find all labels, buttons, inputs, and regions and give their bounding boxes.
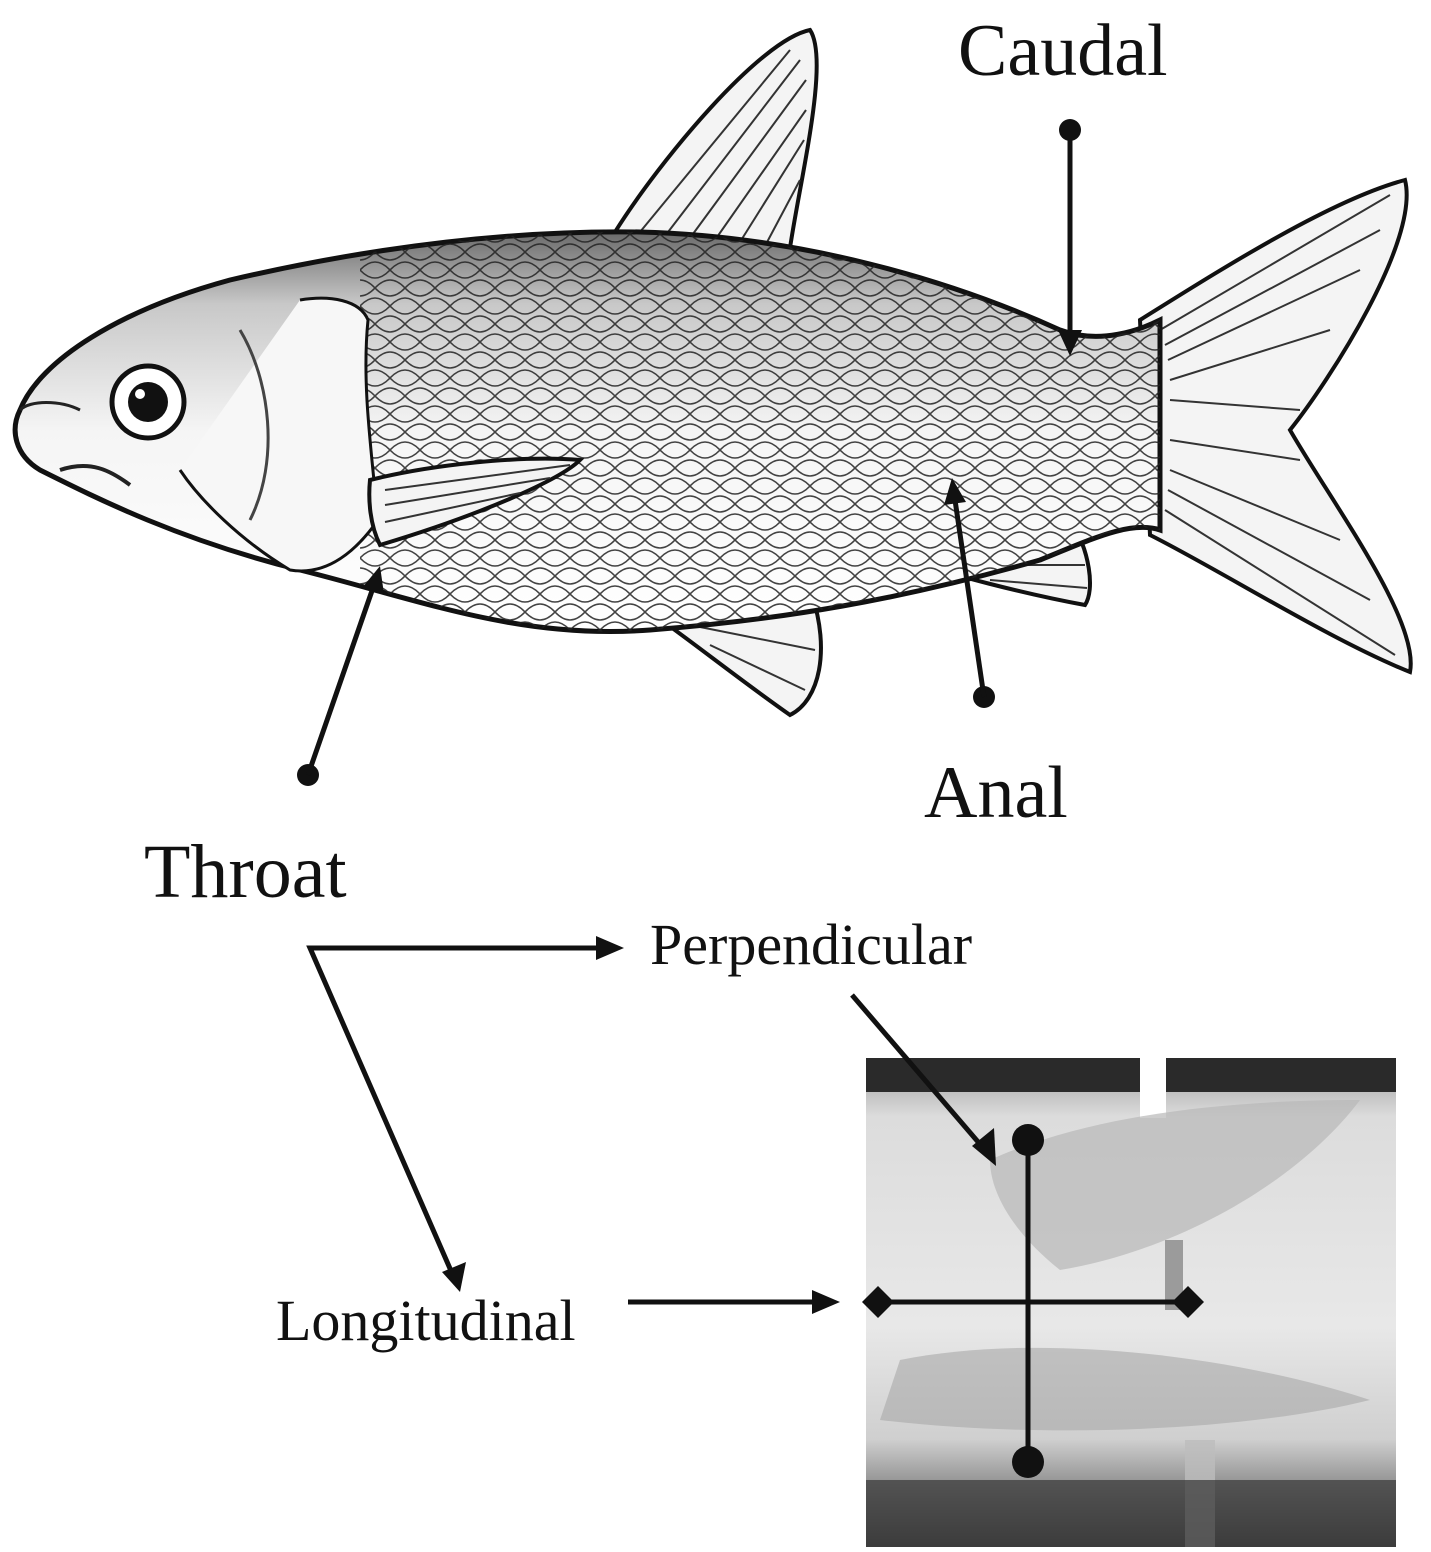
label-anal: Anal (924, 756, 1068, 830)
label-perpendicular: Perpendicular (650, 916, 972, 974)
caudal-fin (1140, 180, 1411, 672)
branch-arrows (310, 936, 624, 1292)
throat-pointer (297, 566, 384, 786)
caudal-pointer (1058, 119, 1082, 356)
label-caudal: Caudal (958, 14, 1168, 88)
label-longitudinal: Longitudinal (276, 1292, 576, 1350)
fish-illustration (15, 30, 1411, 715)
label-throat: Throat (144, 834, 347, 910)
